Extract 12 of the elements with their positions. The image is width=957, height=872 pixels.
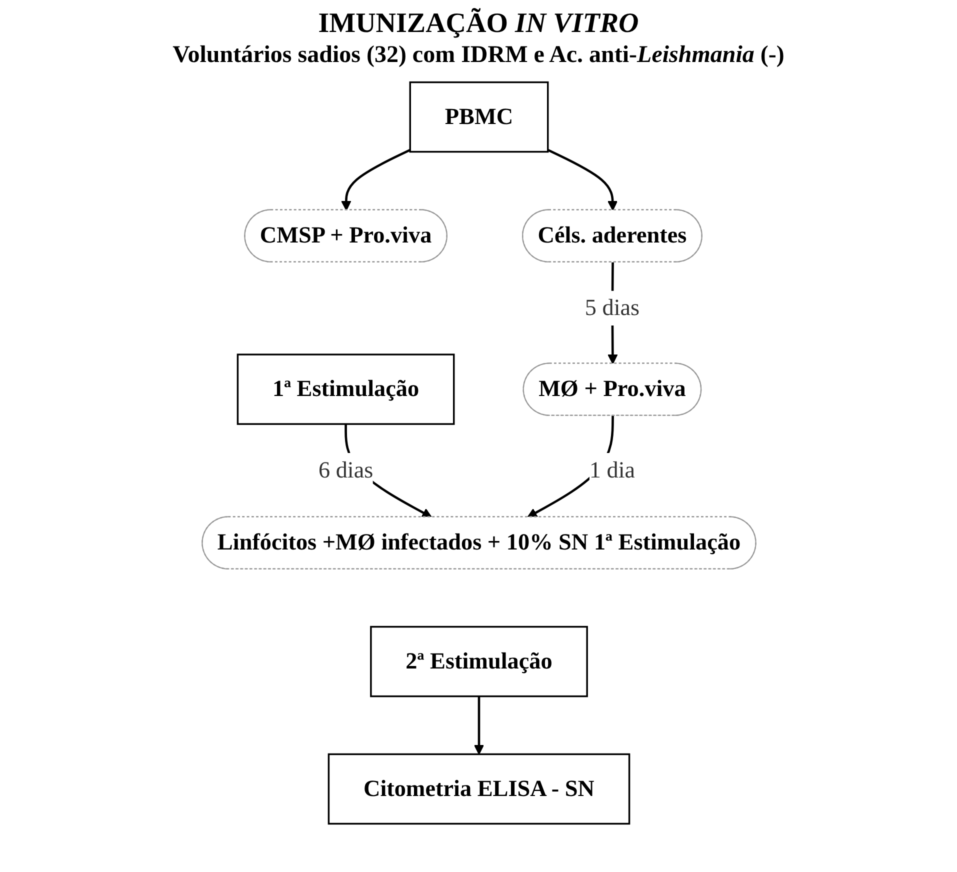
edge-label: 1 dia [588,458,635,484]
node-box: Citometria ELISA - SN [327,753,630,825]
diagram-title: IMUNIZAÇÃO IN VITRO [317,8,640,40]
edge-label: 5 dias [584,295,640,321]
arrow [340,148,410,211]
node-box: 2ª Estimulação [370,626,588,698]
node-box: PBMC [408,81,548,153]
subtitle: Voluntários sadios (32) com IDRM e Ac. anti-Leishmania (-) [172,42,786,69]
node-box: 1ª Estimulação [236,354,454,425]
arrow [473,696,484,755]
edge-label: 6 dias [318,458,373,484]
arrow [546,148,618,211]
